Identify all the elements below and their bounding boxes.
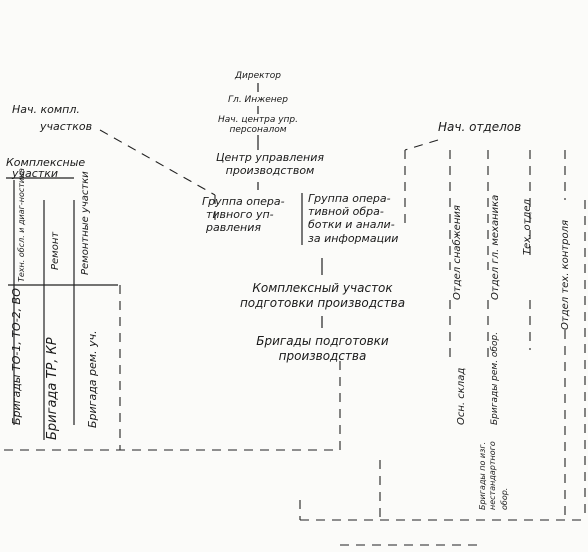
head-complex-line2: участков bbox=[40, 120, 93, 133]
op-mgmt-group-line3: равления bbox=[206, 221, 261, 234]
head-complex-line1: Нач. компл. bbox=[12, 103, 80, 116]
prep-brigades-line2: производства bbox=[278, 349, 367, 363]
complex-prep-site-line1: Комплексный участок bbox=[252, 281, 393, 295]
dept-tech: Тех. отдел bbox=[522, 199, 533, 255]
complex-sites-line2: участки bbox=[12, 167, 58, 180]
op-processing-group-line1: Группа опера- bbox=[308, 192, 391, 205]
col-diagnostics: Техн. обсл. и диаг-ностика bbox=[17, 168, 26, 282]
prep-brigades-line1: Бригады подготовки bbox=[256, 334, 389, 348]
head-departments: Нач. отделов bbox=[438, 120, 522, 134]
main-warehouse: Осн. склад bbox=[456, 367, 467, 425]
chief-engineer-label: Гл. Инженер bbox=[228, 95, 288, 105]
head-personnel-center-line2: персоналом bbox=[229, 125, 287, 135]
op-processing-group-line4: за информации bbox=[308, 232, 399, 245]
dept-chief-mechanic: Отдел гл. механика bbox=[490, 194, 501, 300]
production-center-line2: производством bbox=[225, 164, 315, 177]
brigades-to: Бригады ТО-1, ТО-2, ВО bbox=[10, 288, 23, 425]
brigades-equipment-repair: Бригады рем. обор. bbox=[490, 331, 500, 425]
op-processing-group-line3: ботки и анали- bbox=[308, 218, 395, 231]
col-repair-sites: Ремонтные участки bbox=[80, 171, 91, 275]
complex-sites-line1: Комплексные bbox=[6, 156, 86, 169]
op-processing-group-line2: тивной обра- bbox=[308, 205, 384, 218]
col-repair: Ремонт bbox=[50, 231, 61, 270]
dept-supply: Отдел снабжения bbox=[452, 205, 463, 300]
brigades-nonstandard-line2: нестандартного bbox=[488, 441, 497, 510]
brigades-nonstandard-line1: Бригады по изг. bbox=[478, 441, 487, 510]
complex-prep-site-line2: подготовки производства bbox=[239, 296, 406, 310]
brigades-nonstandard-line3: обор. bbox=[500, 487, 509, 510]
head-personnel-center-line1: Нач. центра упр. bbox=[218, 115, 298, 125]
op-mgmt-group-line2: тивного уп- bbox=[206, 208, 274, 221]
op-mgmt-group-line1: Группа опера- bbox=[202, 195, 285, 208]
brigade-tr-kr: Бригада ТР, КР bbox=[45, 337, 60, 440]
production-center-line1: Центр управления bbox=[215, 151, 325, 164]
dept-quality-control: Отдел тех. контроля bbox=[560, 220, 571, 330]
brigade-repair-site: Бригада рем. уч. bbox=[86, 330, 99, 428]
director-label: Директор bbox=[234, 71, 282, 81]
